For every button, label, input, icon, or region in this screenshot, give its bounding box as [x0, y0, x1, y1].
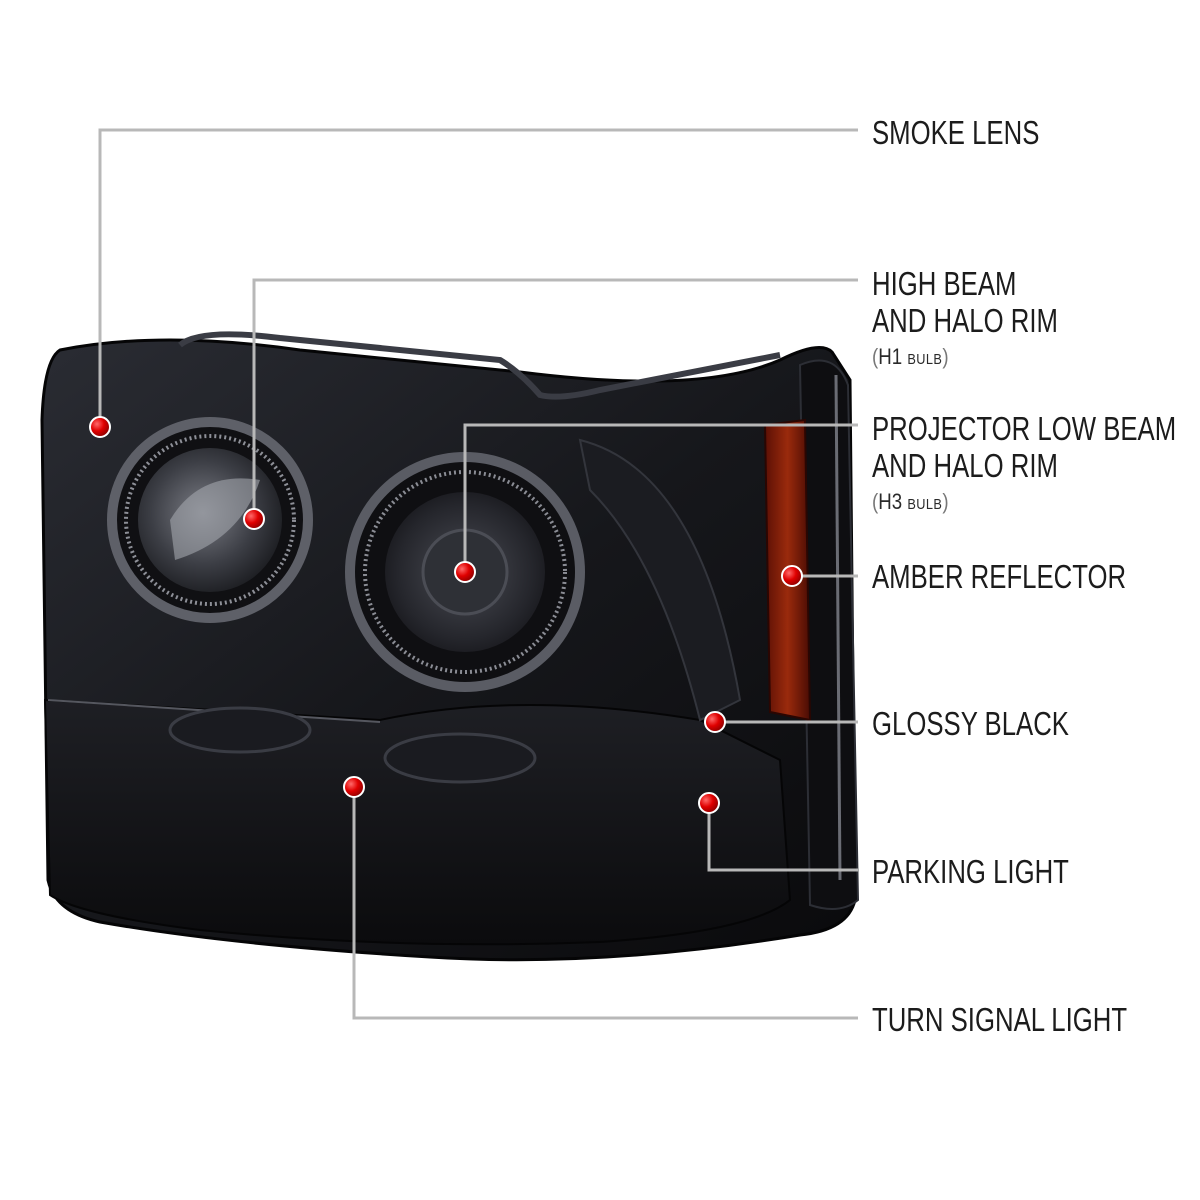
bulb-word: BULB: [907, 496, 943, 513]
label-projector-low-beam: PROJECTOR LOW BEAM AND HALO RIM: [872, 410, 1176, 484]
label-line: SMOKE LENS: [872, 114, 1040, 151]
marker-turn-signal-light: [343, 776, 365, 798]
bulb-note-h3: (H3 BULB): [872, 489, 949, 514]
label-line: GLOSSY BLACK: [872, 705, 1069, 742]
bulb-code: H1: [878, 344, 903, 369]
label-line: HIGH BEAM: [872, 265, 1017, 302]
leader-lines: [98, 128, 858, 1020]
callout-markers: [89, 416, 803, 814]
marker-projector-low-beam: [454, 561, 476, 583]
label-line: PARKING LIGHT: [872, 853, 1069, 890]
marker-glossy-black: [704, 711, 726, 733]
label-line: AMBER REFLECTOR: [872, 558, 1127, 595]
leader-high-beam: [252, 278, 858, 519]
marker-smoke-lens: [89, 416, 111, 438]
label-line: TURN SIGNAL LIGHT: [872, 1001, 1128, 1038]
bulb-note-h1: (H1 BULB): [872, 344, 949, 369]
label-line: AND HALO RIM: [872, 447, 1058, 484]
label-high-beam: HIGH BEAM AND HALO RIM: [872, 265, 1058, 339]
label-line: AND HALO RIM: [872, 302, 1058, 339]
bulb-word: BULB: [907, 351, 943, 368]
marker-amber-reflector: [781, 565, 803, 587]
label-turn-signal-light: TURN SIGNAL LIGHT: [872, 1001, 1127, 1038]
headlight-housing: [40, 331, 860, 962]
leader-parking-light: [707, 803, 858, 872]
label-amber-reflector: AMBER REFLECTOR: [872, 558, 1126, 595]
leader-smoke-lens: [98, 128, 858, 427]
bulb-code: H3: [878, 489, 903, 514]
label-line: PROJECTOR LOW BEAM: [872, 410, 1177, 447]
label-glossy-black: GLOSSY BLACK: [872, 705, 1069, 742]
marker-high-beam: [243, 508, 265, 530]
marker-parking-light: [698, 792, 720, 814]
leader-projector-low-beam: [463, 423, 858, 572]
label-parking-light: PARKING LIGHT: [872, 853, 1069, 890]
leader-turn-signal-light: [352, 787, 858, 1020]
label-smoke-lens: SMOKE LENS: [872, 114, 1039, 151]
